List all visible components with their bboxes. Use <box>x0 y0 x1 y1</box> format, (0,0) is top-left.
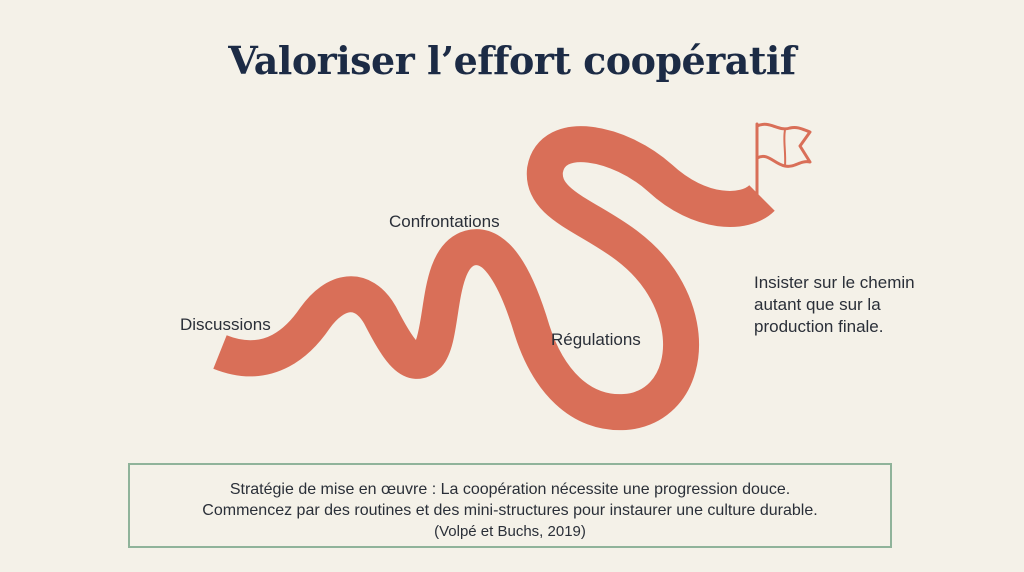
side-note: Insister sur le chemin autant que sur la… <box>754 273 915 336</box>
flag-icon <box>755 122 812 202</box>
strategy-box: Stratégie de mise en œuvre : La coopérat… <box>128 463 892 548</box>
strategy-line-2: Commencez par des routines et des mini-s… <box>202 502 818 519</box>
stage-label-confrontations: Confrontations <box>389 212 500 231</box>
page-title: Valoriser l’effort coopératif <box>228 38 796 83</box>
stage-label-discussions: Discussions <box>180 315 271 334</box>
winding-path <box>213 126 775 431</box>
strategy-line-1: Stratégie de mise en œuvre : La coopérat… <box>229 481 791 498</box>
citation: (Volpé et Buchs, 2019) <box>434 523 586 540</box>
stage-label-regulations: Régulations <box>551 330 641 349</box>
